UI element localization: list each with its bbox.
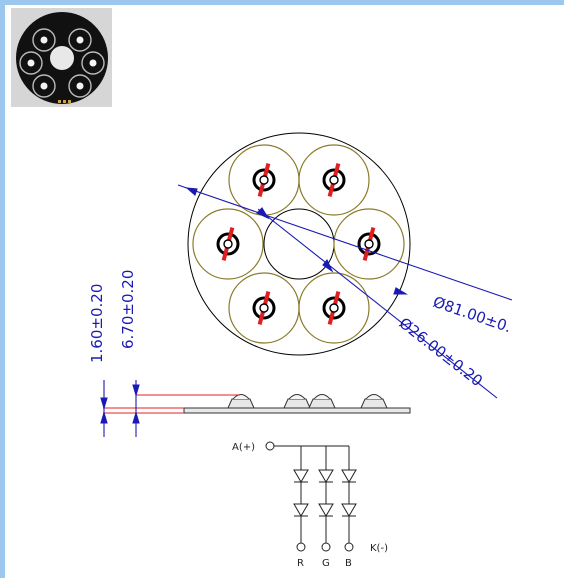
total-height-label: 6.70±0.20 [119,270,137,349]
diode-symbols [293,469,357,517]
board-thickness-label: 1.60±0.20 [88,284,106,363]
board-outline [187,132,411,356]
cathode-label: K(-) [370,543,388,554]
anode-label: A(+) [232,442,255,453]
channel-label-g: G [322,558,330,569]
outer-diameter-label: Ø81.00±0. [431,293,514,337]
side-view [183,394,411,414]
led-emitters [216,163,381,325]
center-hole [263,208,335,280]
extension-lines [103,394,240,414]
diameter-dimension-lines [177,184,513,399]
channel-label-r: R [297,558,304,569]
window-frame-top [0,0,564,5]
led-schematic [265,441,354,552]
led-pcb-photo-drawing [11,8,112,107]
led-pcb-photo [11,8,112,107]
channel-label-b: B [345,558,352,569]
inner-diameter-label: Ø26.00±0.20 [396,314,486,390]
height-dimension-lines [100,380,140,437]
window-frame-left [0,0,5,578]
